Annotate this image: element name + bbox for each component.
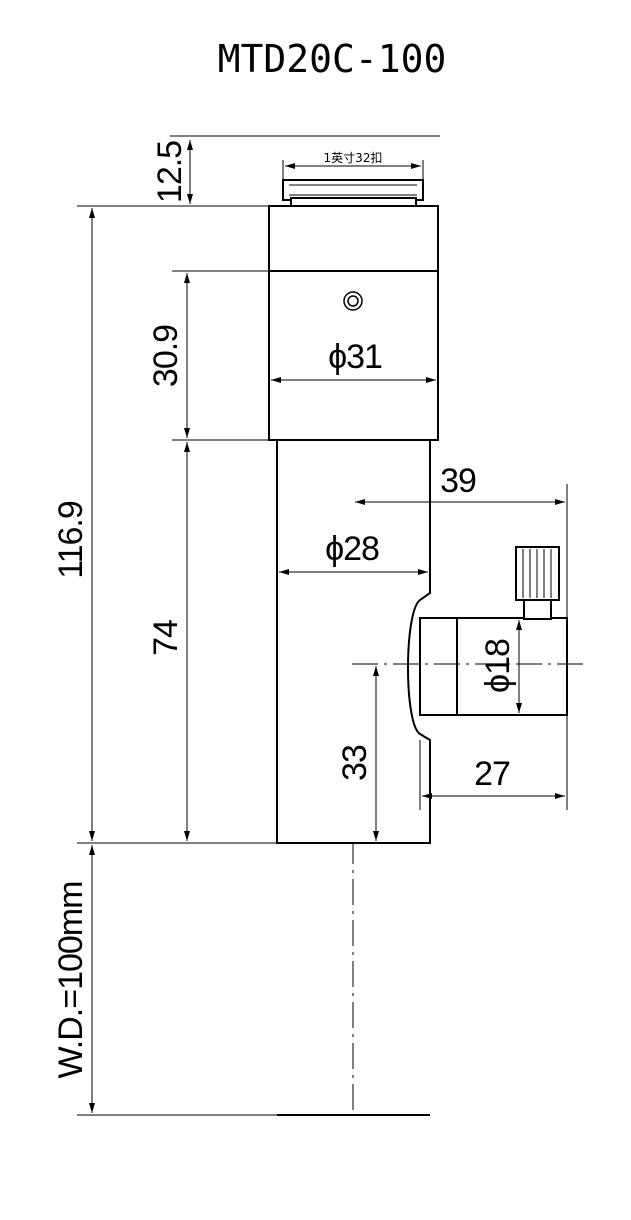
dim-side-port-offset: 39 [440,462,476,500]
dim-lower-section-length: 33 [336,745,374,781]
dim-lower-tube-length: 74 [147,620,185,656]
dim-working-distance: W.D.=100mm [52,882,90,1079]
knurled-knob [515,546,560,620]
extension-lines [77,135,568,1116]
upper-body [268,205,439,441]
dim-thread-height: 12.5 [151,141,189,203]
lower-tube [276,439,431,844]
dimension-lines [89,140,565,1113]
drawing-title: MTD20C-100 [218,37,447,81]
dim-side-port-diameter: ϕ18 [479,639,517,693]
side-port [419,617,568,716]
dim-lower-diameter: ϕ28 [325,530,379,568]
dim-total-length: 116.9 [52,501,90,579]
dim-top-tube-length: 30.9 [147,325,185,387]
thread-label: 1英寸32扣 [324,151,383,165]
screw-hole-inner [347,295,359,307]
dim-side-port-length: 27 [474,755,510,793]
dim-top-diameter: ϕ31 [328,338,382,376]
thread-cap [282,179,424,207]
